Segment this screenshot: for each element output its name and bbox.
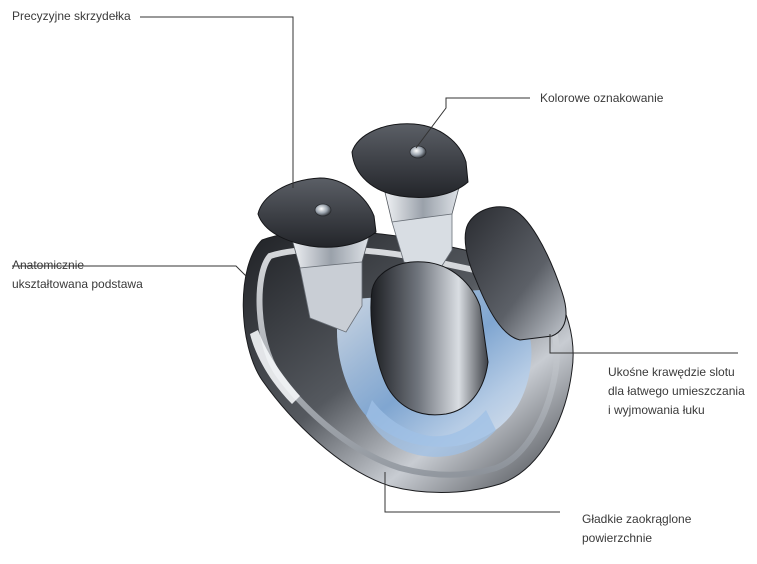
- right-hook: [391, 213, 453, 273]
- label-line: i wyjmowania łuku: [608, 403, 705, 417]
- center-slot-block: [370, 261, 489, 416]
- label-anatomic-base: Anatomicznie ukształtowana podstawa: [12, 256, 143, 294]
- label-slot-edges: Ukośne krawędzie slotu dla łatwego umies…: [608, 363, 745, 420]
- right-tie-wing: [464, 206, 567, 341]
- right-wing-top: [351, 123, 469, 198]
- label-color-marking: Kolorowe oznakowanie: [540, 89, 663, 108]
- label-line: Precyzyjne skrzydełka: [12, 9, 131, 23]
- label-line: Kolorowe oznakowanie: [540, 91, 664, 105]
- base-highlight: [250, 330, 300, 404]
- label-line: Gładkie zaokrąglone: [582, 512, 692, 526]
- slot-reflection: [366, 400, 496, 457]
- label-line: ukształtowana podstawa: [12, 277, 143, 291]
- label-line: Anatomicznie: [12, 258, 85, 272]
- leader-line-base: [12, 265, 247, 277]
- left-wing-marker: [314, 203, 332, 217]
- left-hook: [299, 261, 363, 333]
- leader-line-smooth: [384, 472, 560, 513]
- label-smooth-surfaces: Gładkie zaokrąglone powierzchnie: [582, 510, 691, 548]
- leader-line-wings: [140, 16, 294, 188]
- leader-line-slot: [549, 334, 738, 354]
- label-line: dla łatwego umieszczania: [608, 384, 745, 398]
- color-marker: [409, 145, 427, 159]
- label-line: powierzchnie: [582, 531, 653, 545]
- label-line: Ukośne krawędzie slotu: [608, 365, 735, 379]
- leader-line-color: [415, 97, 530, 149]
- label-precise-wings: Precyzyjne skrzydełka: [12, 7, 131, 26]
